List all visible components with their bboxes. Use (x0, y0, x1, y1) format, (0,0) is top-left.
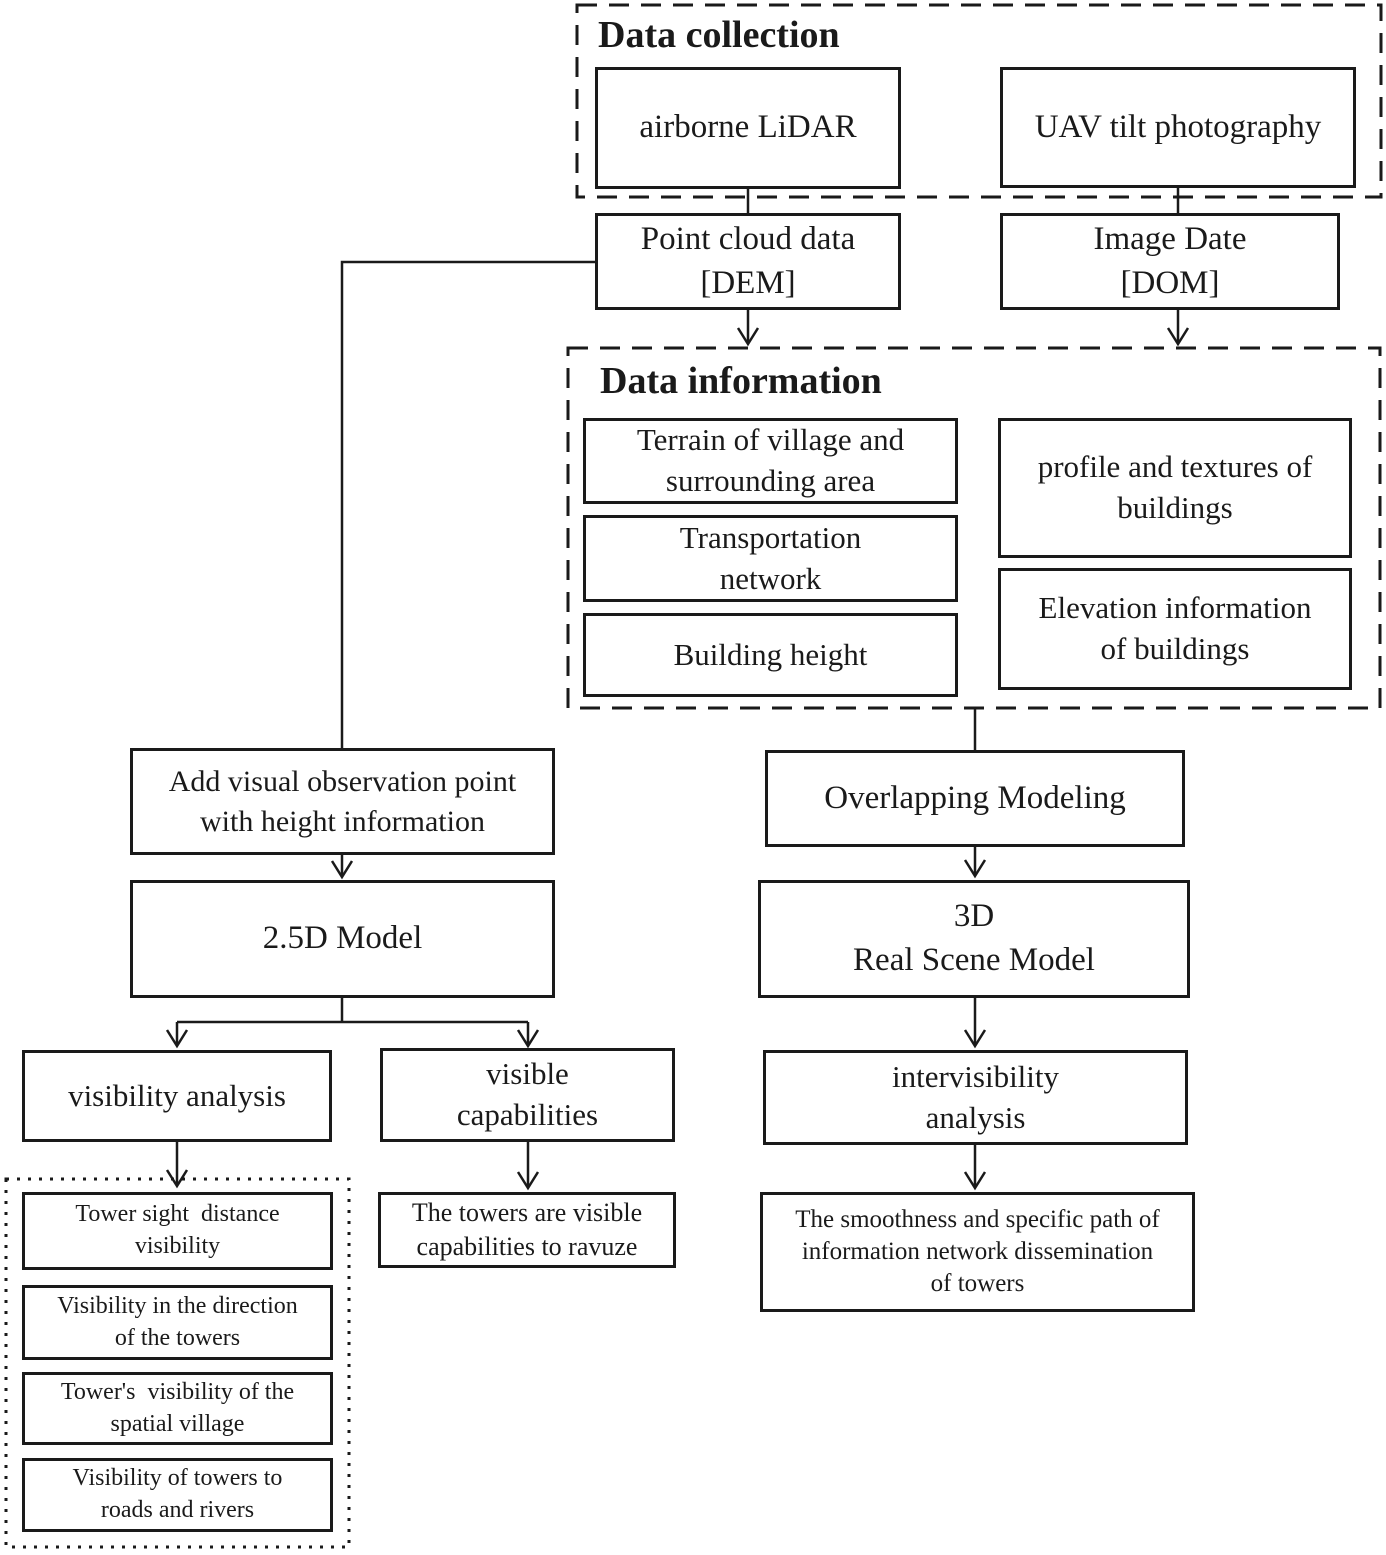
node-25d-model: 2.5D Model (130, 880, 555, 998)
arrowhead-imagedate-datainfo (1166, 327, 1190, 347)
data-information-group-title: Data information (600, 360, 882, 402)
node-overlapping-modeling: Overlapping Modeling (765, 750, 1185, 847)
node-3d-real-scene-model: 3D Real Scene Model (758, 880, 1190, 998)
node-transportation-network: Transportation network (583, 515, 958, 602)
data-collection-group-border (575, 3, 1383, 199)
node-terrain: Terrain of village and surrounding area (583, 418, 958, 504)
node-profile-textures: profile and textures of buildings (998, 418, 1352, 558)
node-tower-sight-distance: Tower sight distance visibility (22, 1192, 333, 1270)
node-towers-visibility-spatial-village: Tower's visibility of the spatial villag… (22, 1372, 333, 1445)
node-point-cloud-data: Point cloud data [DEM] (595, 213, 901, 310)
arrowhead-visibility-results (165, 1169, 189, 1189)
node-image-date: Image Date [DOM] (1000, 213, 1340, 310)
data-collection-group-title: Data collection (598, 14, 840, 56)
arrowhead-addvisual-25d (330, 860, 354, 880)
node-visible-capabilities: visible capabilities (380, 1048, 675, 1142)
node-airborne-lidar: airborne LiDAR (595, 67, 901, 189)
arrowhead-25d-visible-capabilities (516, 1029, 540, 1049)
node-visibility-towers-roads-rivers: Visibility of towers to roads and rivers (22, 1458, 333, 1532)
arrowhead-25d-visibility-analysis (165, 1029, 189, 1049)
connector-pointcloud-to-addvisual (340, 260, 595, 748)
node-building-height: Building height (583, 613, 958, 697)
arrowhead-3d-intervisibility (963, 1029, 987, 1049)
arrowhead-overlapping-3d (963, 859, 987, 879)
visibility-results-group-border (4, 1177, 351, 1549)
node-towers-visible-ravuze: The towers are visible capabilities to r… (378, 1192, 676, 1268)
arrowhead-pointcloud-datainfo (736, 327, 760, 347)
node-visibility-direction-towers: Visibility in the direction of the tower… (22, 1285, 333, 1360)
arrowhead-capabilities-ravuze (516, 1171, 540, 1191)
node-visibility-analysis: visibility analysis (22, 1050, 332, 1142)
arrowhead-intervisibility-smoothness (963, 1171, 987, 1191)
node-elevation-information: Elevation information of buildings (998, 568, 1352, 690)
node-smoothness-path: The smoothness and specific path of info… (760, 1192, 1195, 1312)
node-uav-tilt-photography: UAV tilt photography (1000, 67, 1356, 188)
node-intervisibility-analysis: intervisibility analysis (763, 1050, 1188, 1145)
node-add-visual-observation: Add visual observation point with height… (130, 748, 555, 855)
